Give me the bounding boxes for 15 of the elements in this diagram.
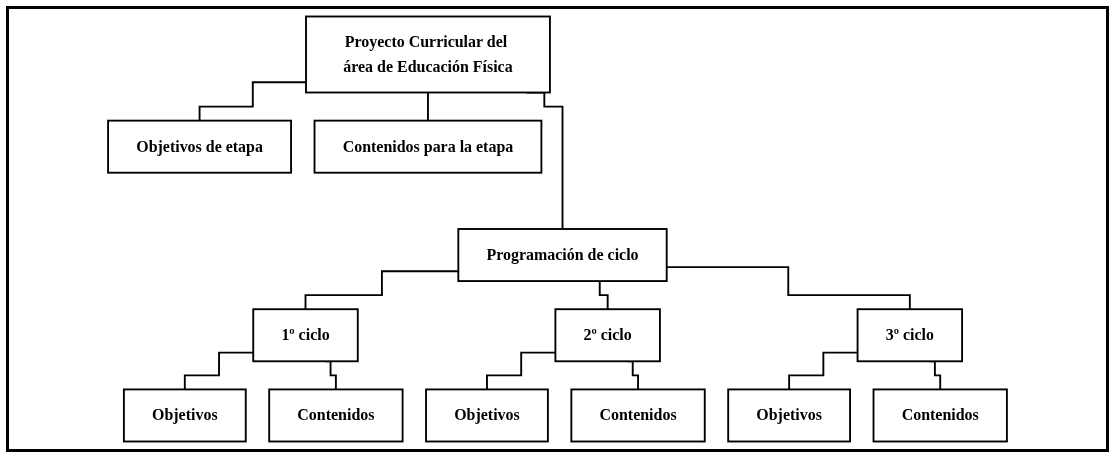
node-box: Proyecto Curricular del área de Educación Física (305, 15, 551, 94)
connector (427, 91, 429, 122)
node-box: 3º ciclo (856, 308, 964, 363)
node-box: Contenidos (570, 388, 706, 443)
node-box: Objetivos (727, 388, 851, 443)
node-box: Objetivos (425, 388, 549, 443)
node-box: Objetivos de etapa (107, 119, 292, 174)
node-box: 2º ciclo (554, 308, 661, 363)
connector (198, 81, 307, 122)
node-box: Contenidos (872, 388, 1008, 443)
node-box: Contenidos para la etapa (313, 119, 543, 174)
node-box: Programación de ciclo (457, 228, 668, 282)
node-box: 1º ciclo (252, 308, 359, 363)
node-box: Objetivos (122, 388, 247, 443)
node-box: Contenidos (268, 388, 404, 443)
